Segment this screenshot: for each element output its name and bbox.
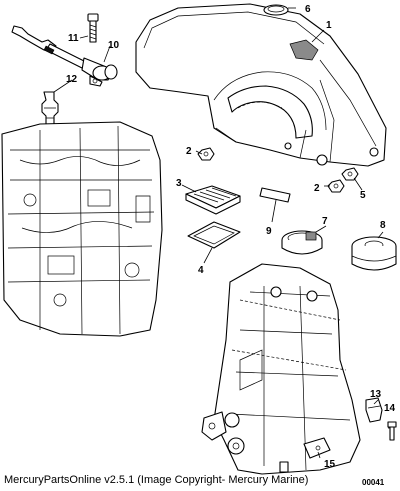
small-part-16 xyxy=(279,461,289,473)
callout-8: 8 xyxy=(380,220,386,231)
callout-6: 6 xyxy=(305,4,311,15)
clip-13 xyxy=(365,397,383,423)
callout-2b: 2 xyxy=(314,183,320,194)
nut-2b xyxy=(327,179,345,193)
callout-3: 3 xyxy=(176,178,182,189)
bolt-11 xyxy=(87,13,99,43)
callout-12: 12 xyxy=(66,74,78,85)
leader-lines xyxy=(53,7,390,459)
callout-13: 13 xyxy=(370,389,382,400)
plate-15 xyxy=(303,437,331,459)
callout-4: 4 xyxy=(198,265,204,276)
gasket-4 xyxy=(187,221,241,249)
callout-9: 9 xyxy=(266,226,272,237)
tube-9 xyxy=(259,187,291,203)
sensor-harness xyxy=(11,25,118,87)
callout-2a: 2 xyxy=(186,146,192,157)
nut-5 xyxy=(341,167,359,181)
flywheel-cover xyxy=(135,3,387,167)
boot-8 xyxy=(351,236,397,271)
callout-labels: 1 2 2 3 4 5 6 7 8 9 10 11 12 13 14 15 xyxy=(66,4,396,470)
callout-10: 10 xyxy=(108,40,120,51)
callout-1: 1 xyxy=(326,20,332,31)
callout-14: 14 xyxy=(384,403,396,414)
figure-reference: 00041 xyxy=(362,478,385,487)
callout-15: 15 xyxy=(324,459,336,470)
intake-manifold xyxy=(201,263,361,475)
callout-5: 5 xyxy=(360,190,366,201)
engine-block xyxy=(1,121,163,337)
copyright-footer: MercuryPartsOnline v2.5.1 (Image Copyrig… xyxy=(4,474,309,486)
clamp-7 xyxy=(281,230,323,255)
cap-6 xyxy=(263,4,289,16)
callout-11: 11 xyxy=(68,33,79,44)
screw-14 xyxy=(387,421,397,441)
filter-3 xyxy=(185,185,241,215)
nut-2a xyxy=(197,147,215,161)
fitting-12 xyxy=(41,91,59,125)
callout-7: 7 xyxy=(322,216,328,227)
